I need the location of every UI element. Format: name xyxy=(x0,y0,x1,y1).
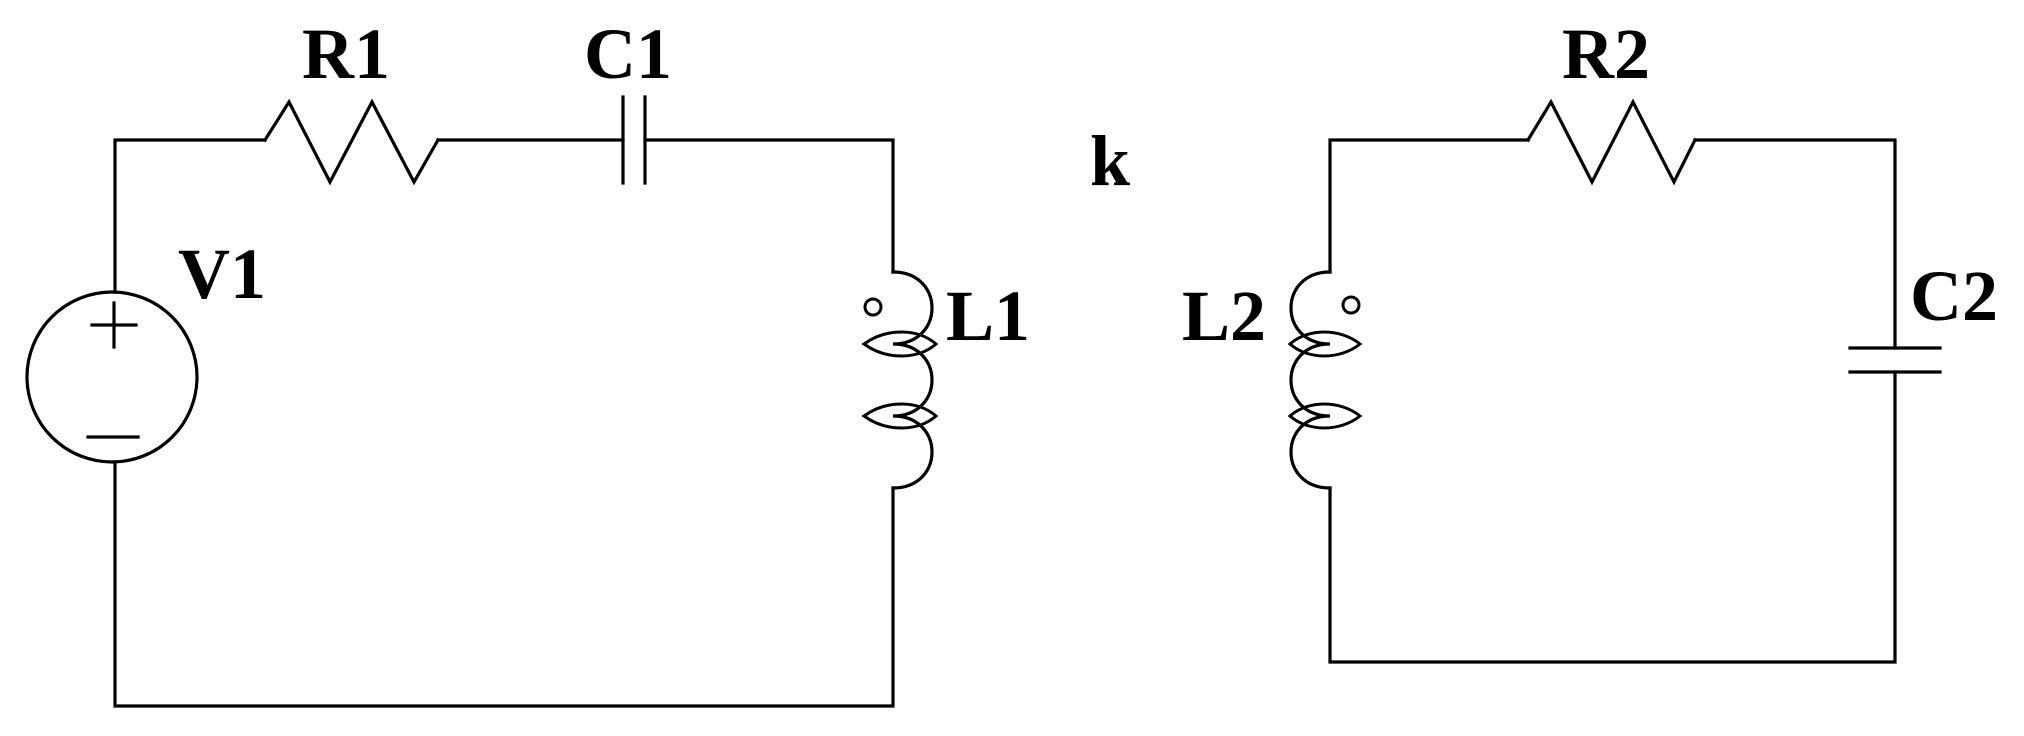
inductor-l1-loop-2 xyxy=(861,402,939,430)
capacitor-c1 xyxy=(621,95,647,185)
wire-c1-to-l1 xyxy=(643,138,895,274)
wire-r2-to-c2 xyxy=(1693,138,1897,350)
inductor-l1-coil xyxy=(891,270,934,490)
inductor-l2-loop-1 xyxy=(1287,330,1363,358)
label-c1: C1 xyxy=(584,14,672,94)
primary-circuit xyxy=(25,95,939,708)
voltage-source-v1 xyxy=(25,290,199,464)
secondary-circuit xyxy=(1287,98,1942,664)
wire-c2-to-l2 xyxy=(1328,370,1897,664)
wire-l1-to-bottom xyxy=(113,460,895,708)
inductor-l1-loop-1 xyxy=(861,330,939,358)
inductor-l1 xyxy=(861,270,939,490)
capacitor-c2 xyxy=(1848,346,1942,374)
label-c2: C2 xyxy=(1910,256,1998,336)
label-r2: R2 xyxy=(1562,14,1650,94)
inductor-l2-loop-2 xyxy=(1287,402,1363,430)
wire-l2-to-r2 xyxy=(1328,138,1530,274)
label-v1: V1 xyxy=(178,234,266,314)
inductor-l2 xyxy=(1287,270,1363,490)
polarity-dot-l2 xyxy=(1341,295,1361,315)
resistor-r2 xyxy=(1525,98,1698,186)
voltage-source-circle xyxy=(25,290,199,464)
polarity-dot-l1 xyxy=(863,297,883,317)
wire-v1-top-to-r1 xyxy=(113,138,267,294)
inductor-l2-coil xyxy=(1289,270,1332,490)
resistor-r1 xyxy=(262,98,441,186)
label-k: k xyxy=(1090,121,1130,201)
label-l1: L1 xyxy=(946,276,1030,356)
label-r1: R1 xyxy=(302,14,390,94)
label-l2: L2 xyxy=(1182,276,1266,356)
